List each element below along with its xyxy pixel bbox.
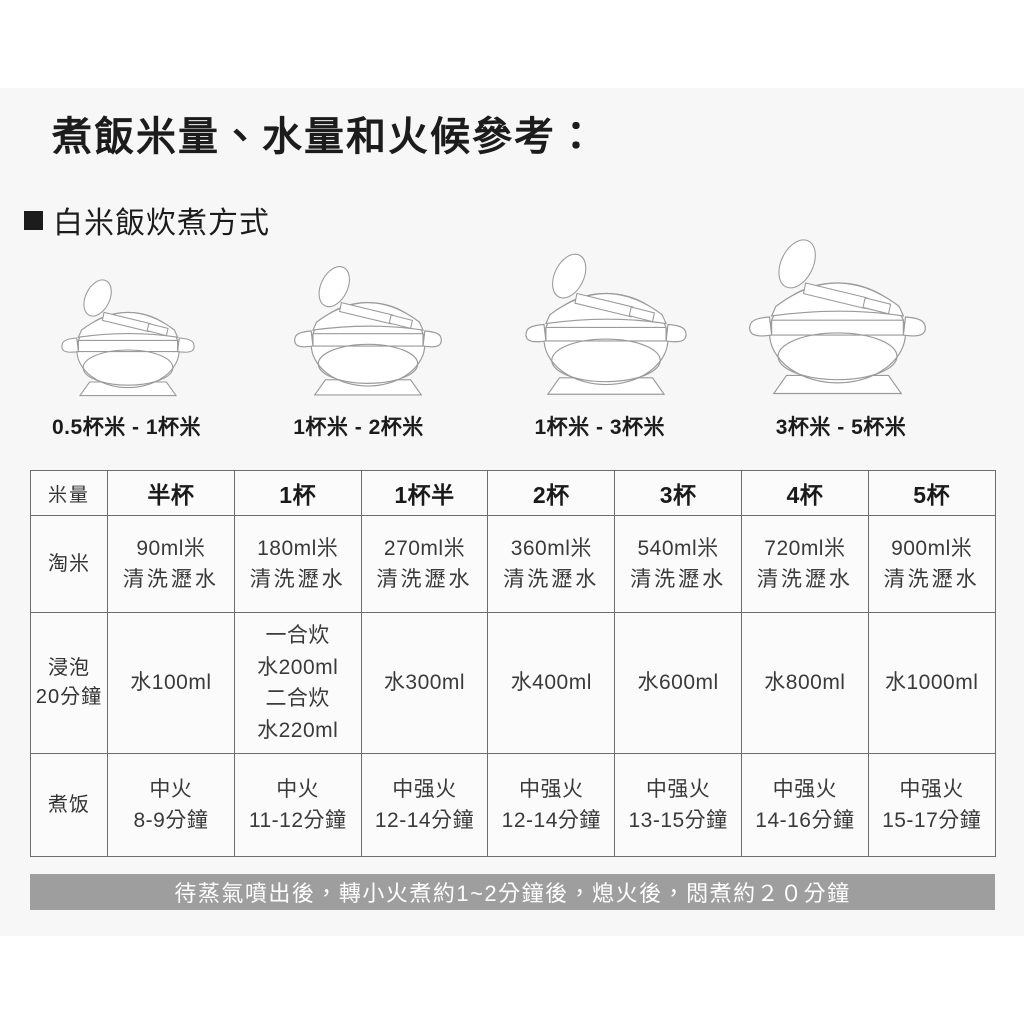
pot-illustration-1 bbox=[48, 274, 208, 402]
cell-line: 15-17分鐘 bbox=[882, 809, 982, 832]
cell-cook-4-cup: 中强火 14-16分鐘 bbox=[740, 753, 869, 857]
cell-cook-1-5-cup: 中强火 12-14分鐘 bbox=[360, 753, 489, 857]
table-corner-label: 米量 bbox=[30, 470, 108, 516]
pot-illustration-4 bbox=[730, 232, 945, 402]
cell-soak-3-cup: 水600ml bbox=[614, 612, 742, 754]
table-header-row: 米量 半杯 1杯 1杯半 2杯 3杯 4杯 5杯 bbox=[30, 470, 996, 516]
column-header-4-cup: 4杯 bbox=[740, 470, 869, 516]
cell-line: 13-15分鐘 bbox=[628, 809, 728, 832]
pot-illustration-3 bbox=[508, 247, 704, 402]
cell-cook-2-cup: 中强火 12-14分鐘 bbox=[487, 753, 616, 857]
cell-wash-1-5-cup: 270ml米 清洗瀝水 bbox=[360, 515, 489, 613]
cell-line: 14-16分鐘 bbox=[755, 809, 855, 832]
column-header-3-cup: 3杯 bbox=[614, 470, 742, 516]
cell-cook-3-cup: 中强火 13-15分鐘 bbox=[614, 753, 742, 857]
page-title: 煮飯米量、水量和火候參考： bbox=[52, 115, 598, 159]
cell-line: 清洗瀝水 bbox=[630, 568, 727, 591]
row-label-cook-main: 煮饭 bbox=[48, 793, 90, 816]
cell-line: 中强火 bbox=[519, 777, 584, 801]
table-row-cook: 煮饭 中火 8-9分鐘 中火 11-12分鐘 中强火 12-14分鐘 bbox=[30, 753, 996, 857]
cell-soak-1-5-cup: 水300ml bbox=[360, 612, 489, 754]
cell-line: 中强火 bbox=[772, 777, 838, 801]
cell-line: 360ml米 bbox=[510, 536, 592, 560]
row-label-soak-main: 浸泡 bbox=[48, 657, 90, 679]
row-label-cook: 煮饭 bbox=[30, 753, 108, 857]
column-header-2-cup: 2杯 bbox=[487, 470, 616, 516]
table-row-soak: 浸泡 20分鐘 水100ml 一合炊 水200ml 二合炊 水220ml 水30… bbox=[30, 612, 996, 754]
cell-line: 水200ml bbox=[257, 655, 339, 679]
cell-line: 清洗瀝水 bbox=[122, 568, 219, 591]
cell-line: 水1000ml bbox=[884, 671, 979, 695]
cell-line: 8-9分鐘 bbox=[133, 809, 209, 832]
cell-wash-4-cup: 720ml米 清洗瀝水 bbox=[740, 515, 869, 613]
cell-line: 12-14分鐘 bbox=[374, 809, 475, 832]
cell-line: 11-12分鐘 bbox=[248, 809, 347, 832]
cell-wash-2-cup: 360ml米 清洗瀝水 bbox=[487, 515, 616, 613]
cell-soak-2-cup: 水400ml bbox=[487, 612, 616, 754]
cell-line: 900ml米 bbox=[891, 536, 973, 560]
column-header-half-cup: 半杯 bbox=[107, 470, 235, 516]
cell-line: 清洗瀝水 bbox=[756, 568, 853, 591]
pot-illustration-2 bbox=[278, 260, 458, 402]
cell-line: 中火 bbox=[149, 777, 193, 801]
column-header-1-cup: 1杯 bbox=[233, 470, 362, 516]
cell-line: 水600ml bbox=[637, 671, 719, 695]
rice-cooking-table: 米量 半杯 1杯 1杯半 2杯 3杯 4杯 5杯 淘米 90m bbox=[30, 470, 996, 857]
cell-line: 水100ml bbox=[130, 671, 212, 695]
cell-soak-half-cup: 水100ml bbox=[107, 612, 235, 754]
cell-cook-1-cup: 中火 11-12分鐘 bbox=[233, 753, 362, 857]
pot-caption-1: 0.5杯米 - 1杯米 bbox=[52, 416, 202, 439]
footer-note-bar: 待蒸氣噴出後，轉小火煮約1~2分鐘後，熄火後，悶煮約２０分鐘 bbox=[30, 874, 995, 910]
black-square-bullet-icon bbox=[24, 210, 43, 230]
cell-line: 水400ml bbox=[510, 671, 592, 695]
row-label-soak: 浸泡 20分鐘 bbox=[30, 612, 108, 754]
section-heading: 白米飯炊煮方式 bbox=[24, 198, 270, 242]
cell-wash-1-cup: 180ml米 清洗瀝水 bbox=[233, 515, 362, 613]
column-header-5-cup: 5杯 bbox=[867, 470, 996, 516]
rice-cooking-table-wrapper: 米量 半杯 1杯 1杯半 2杯 3杯 4杯 5杯 淘米 90m bbox=[30, 470, 996, 857]
cell-line: 水800ml bbox=[764, 671, 846, 695]
cell-line: 一合炊 bbox=[265, 624, 330, 647]
cell-line: 清洗瀝水 bbox=[883, 568, 980, 591]
cell-line: 90ml米 bbox=[136, 536, 206, 560]
pot-caption-2: 1杯米 - 2杯米 bbox=[293, 416, 424, 439]
row-label-wash-main: 淘米 bbox=[48, 552, 90, 575]
column-header-1-5-cup: 1杯半 bbox=[360, 470, 489, 516]
pot-caption-row: 0.5杯米 - 1杯米 1杯米 - 2杯米 1杯米 - 3杯米 3杯米 - 5杯… bbox=[30, 404, 995, 448]
cell-line: 540ml米 bbox=[637, 536, 719, 560]
cell-line: 180ml米 bbox=[257, 536, 339, 560]
cell-line: 水220ml bbox=[257, 718, 339, 742]
pot-illustration-group bbox=[30, 232, 995, 402]
cell-line: 清洗瀝水 bbox=[249, 568, 346, 591]
cell-soak-5-cup: 水1000ml bbox=[867, 612, 996, 754]
cell-line: 720ml米 bbox=[764, 536, 846, 560]
cell-line: 中火 bbox=[276, 777, 320, 801]
cell-wash-5-cup: 900ml米 清洗瀝水 bbox=[867, 515, 996, 613]
table-row-wash: 淘米 90ml米 清洗瀝水 180ml米 清洗瀝水 270ml米 清洗瀝水 bbox=[30, 515, 996, 613]
cell-cook-half-cup: 中火 8-9分鐘 bbox=[107, 753, 235, 857]
cell-wash-3-cup: 540ml米 清洗瀝水 bbox=[614, 515, 742, 613]
cell-line: 中强火 bbox=[899, 777, 964, 801]
cell-line: 清洗瀝水 bbox=[503, 568, 600, 591]
cell-soak-4-cup: 水800ml bbox=[740, 612, 869, 754]
pot-caption-4: 3杯米 - 5杯米 bbox=[775, 416, 907, 439]
cell-line: 中强火 bbox=[645, 777, 711, 801]
cell-soak-1-cup: 一合炊 水200ml 二合炊 水220ml bbox=[233, 612, 362, 754]
cell-line: 清洗瀝水 bbox=[376, 568, 473, 591]
cell-line: 二合炊 bbox=[265, 687, 330, 710]
section-title: 白米飯炊煮方式 bbox=[53, 207, 270, 240]
pot-caption-3: 1杯米 - 3杯米 bbox=[534, 416, 666, 439]
cell-wash-half-cup: 90ml米 清洗瀝水 bbox=[107, 515, 235, 613]
cell-line: 270ml米 bbox=[383, 536, 466, 560]
cell-line: 中强火 bbox=[392, 777, 457, 801]
row-label-soak-sub: 20分鐘 bbox=[35, 686, 103, 708]
row-label-wash: 淘米 bbox=[30, 515, 108, 613]
cell-line: 水300ml bbox=[383, 671, 466, 695]
cell-line: 12-14分鐘 bbox=[501, 809, 601, 832]
cell-cook-5-cup: 中强火 15-17分鐘 bbox=[867, 753, 996, 857]
